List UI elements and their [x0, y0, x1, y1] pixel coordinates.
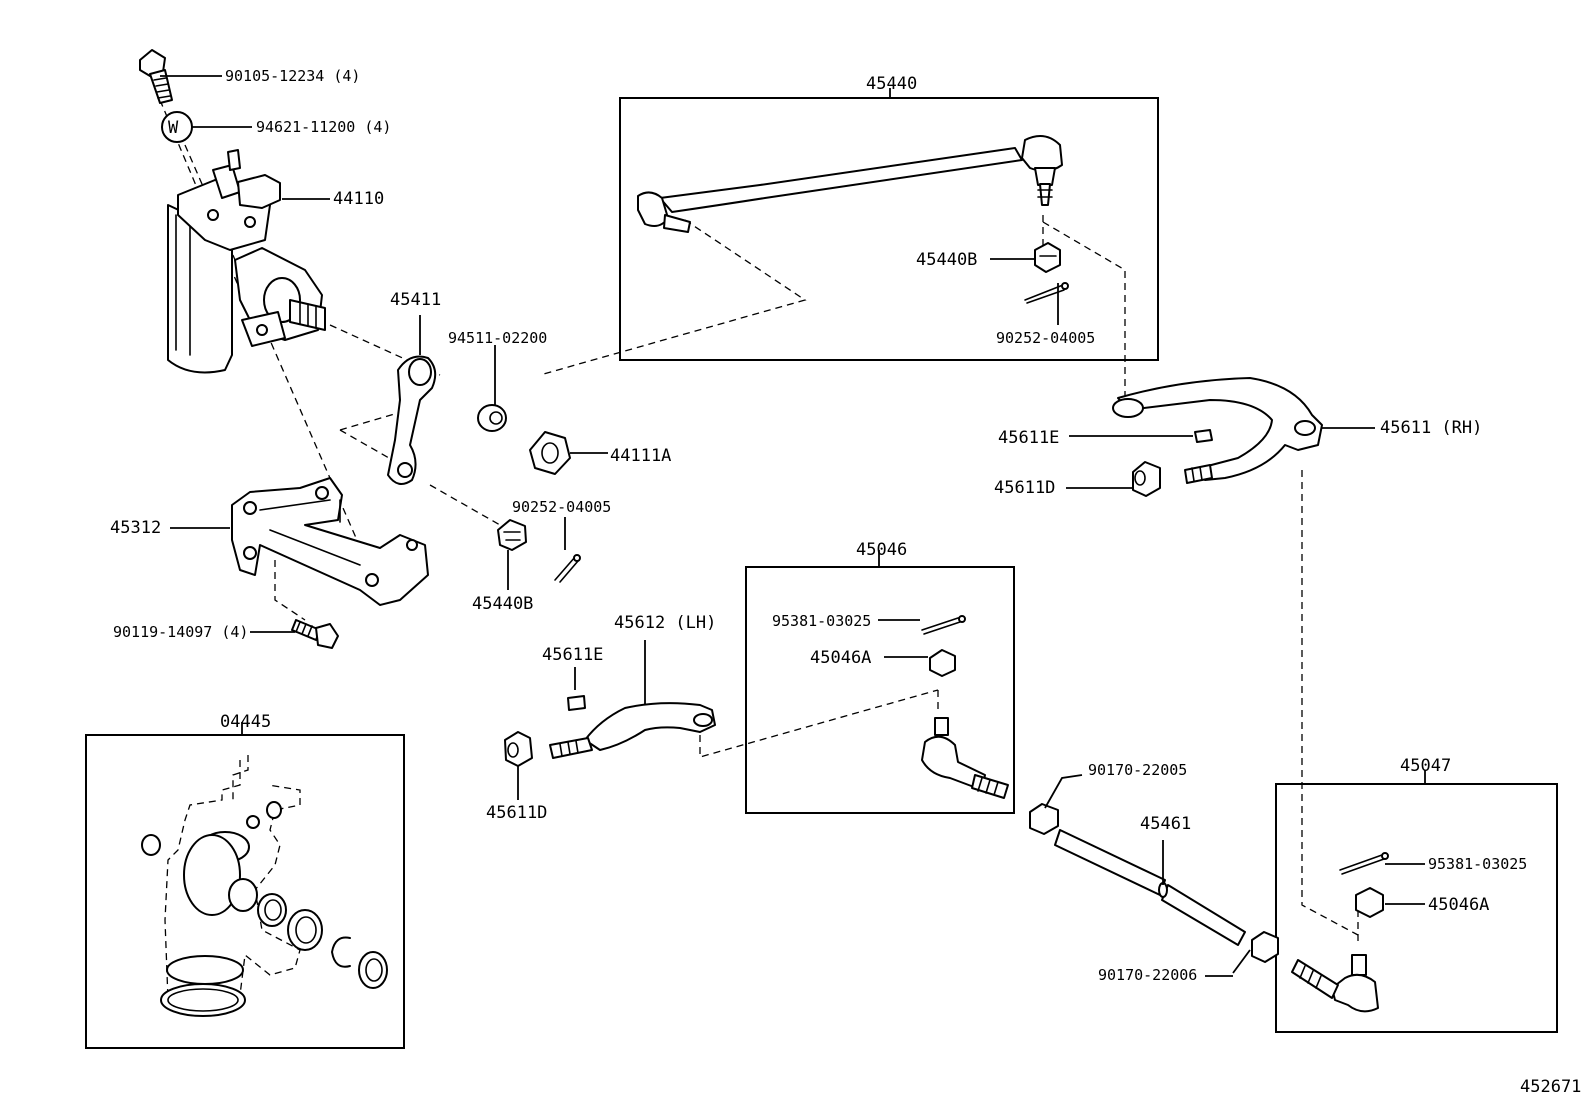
tie-rod-tube [1054, 829, 1246, 946]
tie-rod-clamp-upper-icon [1029, 803, 1059, 835]
knuckle-arm-rh [1112, 377, 1323, 484]
label-washer: 94621-11200 (4) [256, 118, 391, 136]
label-drag-link: 45440 [866, 74, 917, 94]
label-cotter-pin-left: 90252-04005 [512, 498, 611, 516]
knuckle-arm-lh [549, 702, 716, 759]
nut-rh-icon [1132, 461, 1161, 497]
part-labels: 90105-12234 (4) 94621-11200 (4) 44110 45… [110, 67, 1581, 1097]
diagram-number: 452671 [1520, 1077, 1581, 1097]
cotter-pin-left-icon [554, 554, 581, 583]
label-nut-45046a: 45046A [810, 648, 871, 668]
label-key-rh: 45611E [998, 428, 1059, 448]
tie-rod-clamp-lower-icon [1251, 931, 1279, 963]
tie-rod-end-45046-box [745, 566, 1015, 814]
label-knuckle-arm-lh: 45612 (LH) [614, 613, 716, 633]
tie-rod-end-45047-box [1275, 783, 1558, 1033]
snap-ring-icon [331, 936, 351, 968]
label-clamp-lower: 90170-22006 [1098, 966, 1197, 984]
label-tie-rod-end-45047: 45047 [1400, 756, 1451, 776]
tie-rod-end-45046 [921, 615, 1009, 799]
label-nut-44111a: 44111A [610, 446, 671, 466]
label-nut-45440b-left: 45440B [472, 594, 533, 614]
tie-rod-end-45047 [1291, 852, 1389, 1013]
label-bolt-gear: 90105-12234 (4) [225, 67, 360, 85]
key-lh-icon [567, 695, 586, 711]
seal-ring-2-icon [287, 909, 323, 951]
label-tie-rod-tube: 45461 [1140, 814, 1191, 834]
key-rh-icon [1194, 429, 1213, 443]
bracket-bolt-icon [291, 619, 339, 649]
seal-ring-1-icon [257, 893, 287, 927]
oil-seal-icon [358, 951, 388, 989]
pitman-arm-nut-icon [529, 431, 571, 475]
washer-symbol: W [168, 118, 179, 138]
gasket-kit-box [85, 734, 405, 1049]
nut-lh-icon [504, 731, 533, 767]
label-pitman-arm: 45411 [390, 290, 441, 310]
pitman-arm [387, 355, 437, 485]
label-key-lh: 45611E [542, 645, 603, 665]
castle-nut-right-icon [1034, 242, 1061, 273]
label-knuckle-arm-rh: 45611 (RH) [1380, 418, 1482, 438]
label-bolt-bracket: 90119-14097 (4) [113, 623, 248, 641]
label-nut-45611d-lh: 45611D [486, 803, 547, 823]
label-tie-rod-end-45046: 45046 [856, 540, 907, 560]
label-nut-45440b-right: 45440B [916, 250, 977, 270]
label-gear-housing: 44110 [333, 189, 384, 209]
washer-w-icon: W [161, 111, 193, 143]
label-nut-45046a-right: 45046A [1428, 895, 1489, 915]
steering-gear-housing: W [139, 49, 326, 374]
label-gasket-kit: 04445 [220, 712, 271, 732]
cotter-pin-right-icon [1024, 282, 1069, 304]
gasket-kit-parts [141, 760, 388, 1017]
drag-link-rod [637, 135, 1063, 233]
lock-washer-icon [477, 404, 507, 432]
label-bracket: 45312 [110, 518, 161, 538]
label-clamp-upper: 90170-22005 [1088, 761, 1187, 779]
label-cotter-pin-45047: 95381-03025 [1428, 855, 1527, 873]
label-cotter-pin-right: 90252-04005 [996, 329, 1095, 347]
steering-gear-bracket [231, 477, 429, 606]
gear-mounting-bolt-icon [139, 49, 173, 104]
leader-lines [160, 75, 1426, 977]
label-cotter-pin-45046: 95381-03025 [772, 612, 871, 630]
drag-link-assembly-box [619, 97, 1159, 361]
label-lock-washer: 94511-02200 [448, 329, 547, 347]
castle-nut-left-icon [497, 519, 527, 551]
label-nut-45611d-rh: 45611D [994, 478, 1055, 498]
